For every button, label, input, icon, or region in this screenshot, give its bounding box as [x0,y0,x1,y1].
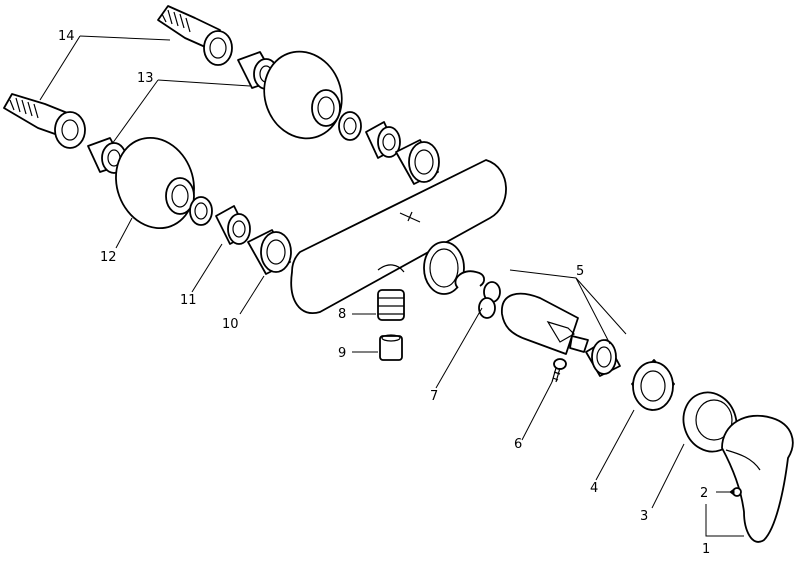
clip-ring [454,270,485,289]
callout-12: 12 [100,250,117,265]
escutcheon-sleeve [631,359,675,411]
callout-4: 4 [590,481,598,496]
lever-handle [721,414,794,543]
callout-8: 8 [338,307,346,322]
callout-7: 7 [430,389,438,404]
callout-11: 11 [180,293,197,308]
cartridge-nut [585,339,621,377]
mixer-body [290,159,507,315]
leader-lines [39,35,744,537]
upper-threaded-connector [157,5,233,66]
lower-wall-flange [115,136,195,230]
upper-wall-flange [263,50,343,140]
upper-sleeve [365,121,401,159]
callout-3: 3 [640,509,648,524]
callout-14: 14 [58,29,75,44]
o-rings [478,281,501,319]
callout-9: 9 [338,346,346,361]
callout-labels: 14 13 12 11 10 8 9 7 5 6 4 3 2 1 [58,29,710,557]
upper-washer [338,111,362,141]
callout-1: 1 [702,542,710,557]
screw [551,358,567,383]
lower-union-nut [247,229,292,275]
callout-13: 13 [137,71,154,86]
lower-threaded-connector [3,93,86,149]
cartridge [501,292,589,355]
callout-2: 2 [700,486,708,501]
sleeve-insert [379,334,403,361]
lower-washer [189,196,213,226]
lower-sleeve [215,205,251,245]
callout-5: 5 [576,264,584,279]
upper-union-nut [395,139,440,185]
callout-6: 6 [514,437,522,452]
callout-10: 10 [222,317,239,332]
flow-insert [377,289,405,321]
